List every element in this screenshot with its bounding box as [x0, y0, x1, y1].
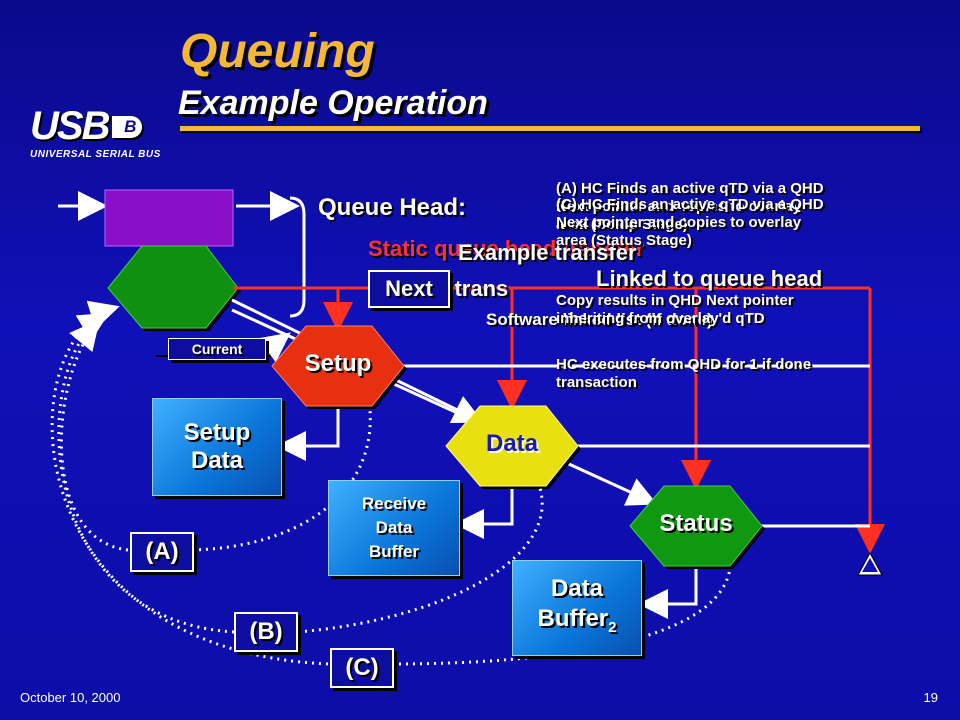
setup-node-label: Setup [304, 350, 372, 377]
step-c-return-path [50, 300, 329, 666]
current-pointer-tag: Current [168, 338, 266, 360]
software-linked-label: Software linked list (if done) [486, 310, 713, 329]
setup-qtd-hex [271, 325, 405, 407]
note-c-line3: area (Status Stage) [556, 232, 692, 249]
step-c-tag: (C) [330, 648, 394, 688]
data-buffer-arrow [454, 486, 514, 539]
setup-data-buffer: Setup Data [152, 398, 282, 496]
data-node-label: Data [485, 430, 539, 457]
receive-data-buffer: Receive Data Buffer [328, 480, 460, 576]
note-c-line1: (C) HC Finds an active qTD via a QHD [556, 196, 824, 213]
note-a-line3: area (Setup Stage) [556, 216, 688, 233]
slide-title: Queuing [180, 25, 375, 78]
linked-queue-label: Linked to queue head [596, 266, 823, 291]
queue-head-label: Queue Head: [318, 194, 467, 221]
status-qtd-hex [629, 485, 763, 567]
step-a-dotted-path [191, 409, 372, 552]
note-copy-line2: inheriting from overlay'd qTD [556, 310, 765, 327]
data-buffer-subscript: 2 [608, 618, 617, 636]
status-node-label: Status [659, 510, 733, 537]
step-a-tag: (A) [130, 532, 194, 572]
footer-date: October 10, 2000 [20, 690, 121, 705]
note-c-line2: Next pointer and copies to overlay [556, 214, 802, 231]
step-a-return-path [59, 319, 129, 552]
data-buffer-word: Buffer [537, 604, 609, 632]
queue-head-brace [289, 196, 306, 318]
title-rule [180, 126, 920, 131]
step-b-dotted-path [297, 487, 544, 634]
current-pointer-arrow [257, 332, 291, 363]
note-step-c: (C) HC Finds an active qTD via a QHD Nex… [556, 196, 824, 250]
usb-plug-icon: B [112, 115, 143, 138]
step-b-return-path [57, 312, 235, 634]
note-exec-line2: transaction [556, 374, 637, 391]
queue-head-top-box [104, 189, 234, 247]
note-a-line1: (A) HC Finds an active qTD via a QHD [556, 180, 824, 197]
setup-data-line2: Data [190, 447, 244, 474]
receive-buffer-line1: Receive [361, 494, 427, 513]
data-buffer-2: Data Buffer2 [512, 560, 642, 656]
usb-logo-subtext: UNIVERSAL SERIAL BUS [30, 149, 161, 160]
status-buffer-arrow [638, 566, 698, 619]
step-b-tag: (B) [234, 612, 298, 652]
usb-logo-text: USB [30, 104, 110, 148]
footer-page-number: 19 [923, 690, 938, 705]
setup-data-line1: Setup [183, 419, 251, 446]
note-step-a: (A) HC Finds an active qTD via a QHD Nex… [556, 180, 824, 234]
example-transfer-label: Example transfer [458, 240, 637, 265]
usb-badge-text: B [124, 116, 137, 136]
note-a-line2: Next pointer and copies to overlay [556, 198, 802, 215]
receive-buffer-line3: Buffer [368, 542, 420, 561]
static-transfer-label: Static queue head transfer [368, 236, 645, 261]
setup-buffer-arrow [276, 406, 340, 461]
receive-buffer-line2: Data [375, 518, 413, 537]
next-pointer-tag: Next [368, 270, 450, 308]
note-exec-line1: HC executes from QHD for 1 [556, 356, 758, 373]
usb-logo: USB B UNIVERSAL SERIAL BUS [30, 104, 170, 168]
note-copy-line1: Copy results in QHD Next pointer [556, 292, 794, 309]
note-exec-done: if done [761, 356, 812, 373]
data-qtd-hex [445, 405, 579, 487]
data-buffer-line2: Buffer2 [537, 604, 616, 643]
slide-subtitle: Example Operation [178, 84, 488, 122]
data-buffer-line1: Data [550, 574, 604, 602]
note-copy-results: Copy results in QHD Next pointer inherit… [556, 292, 794, 328]
note-hc-executes: HC executes from QHD for 1 if done trans… [556, 356, 811, 392]
